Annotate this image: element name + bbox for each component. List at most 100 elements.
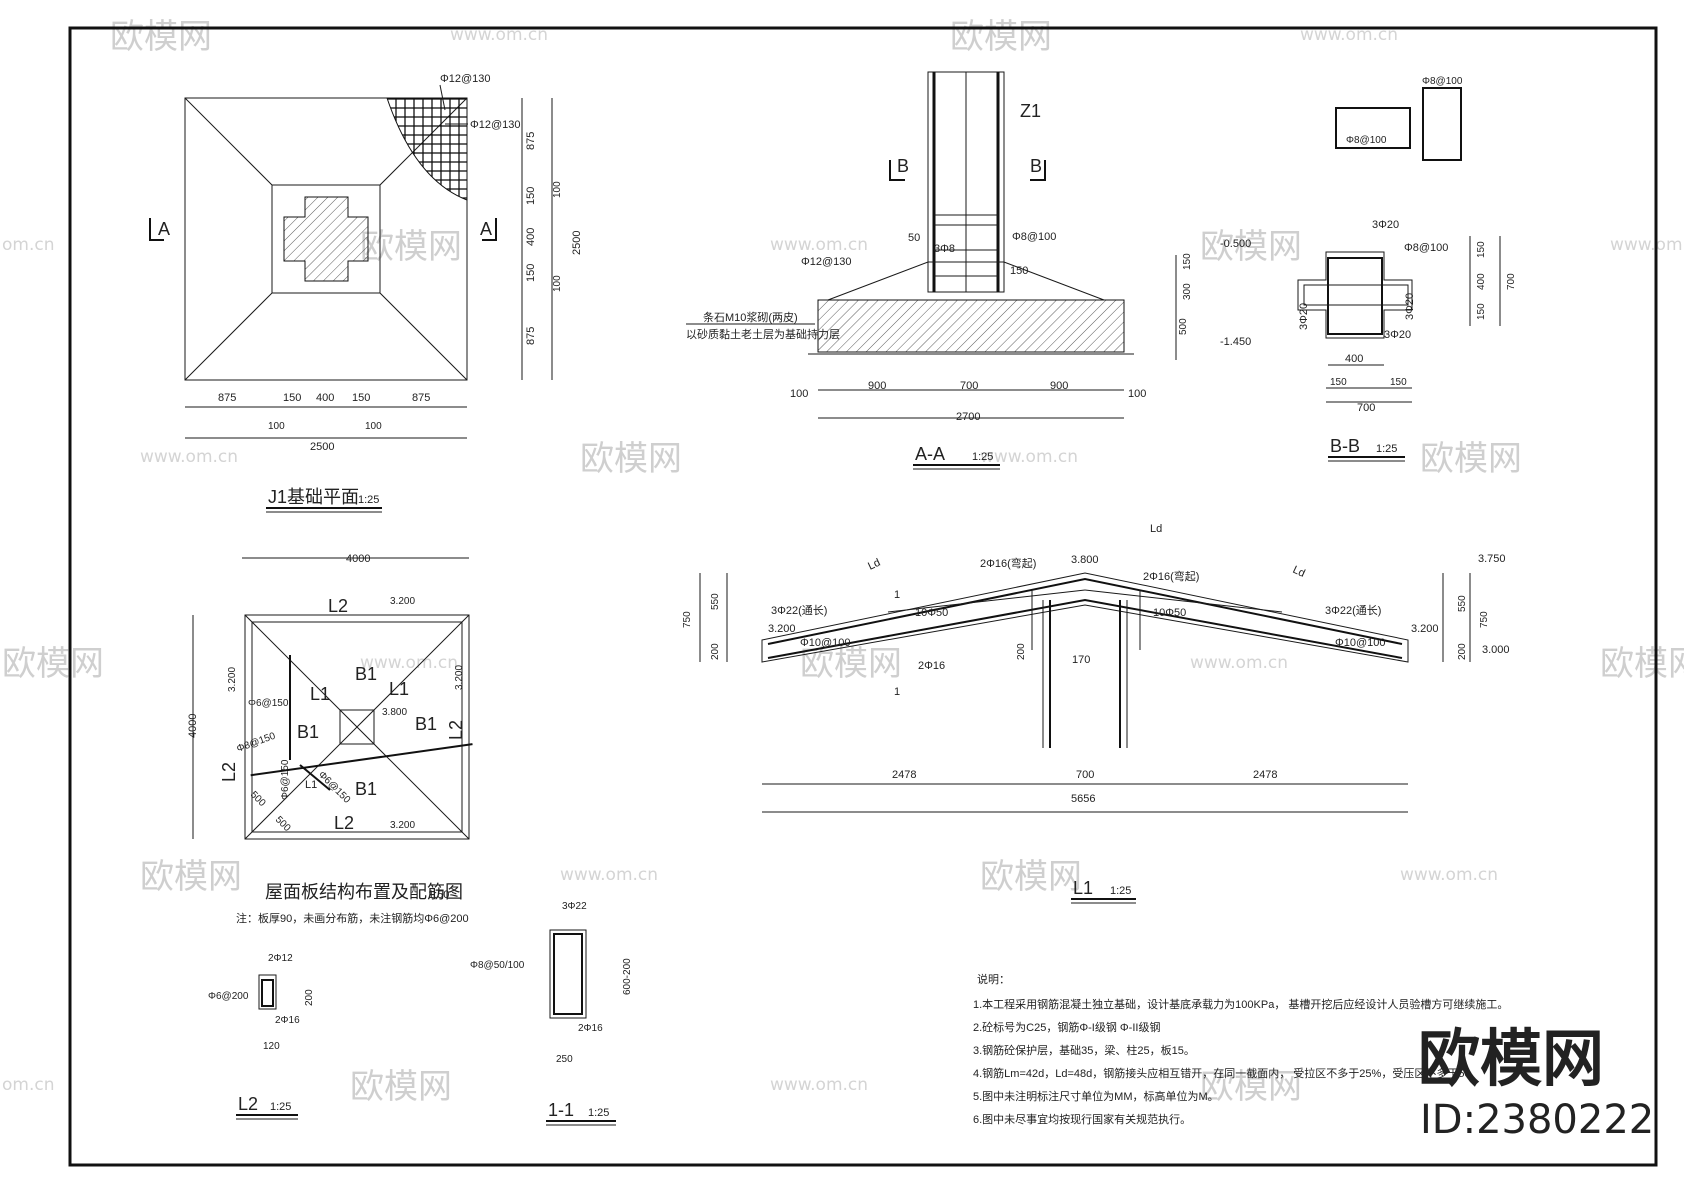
svg-text:150: 150 <box>1330 377 1347 388</box>
svg-text:1: 1 <box>894 686 900 698</box>
brand-id: ID:2380222 <box>1420 1097 1654 1143</box>
watermark-url: www.om.cn <box>770 235 868 255</box>
svg-text:L1: L1 <box>310 684 330 704</box>
notes: 说明： 1.本工程采用钢筋混凝土独立基础，设计基底承载力为100KPa， 基槽开… <box>973 972 1508 1126</box>
svg-text:Φ8@50/100: Φ8@50/100 <box>470 960 525 971</box>
watermark-url: www.om.cn <box>980 447 1078 467</box>
svg-text:3Φ20: 3Φ20 <box>1384 329 1411 341</box>
svg-text:2Φ16: 2Φ16 <box>275 1015 300 1026</box>
rebar-label: Φ12@130 <box>440 73 491 85</box>
svg-text:400: 400 <box>1476 273 1487 290</box>
svg-text:2Φ16(弯起): 2Φ16(弯起) <box>1143 569 1199 583</box>
svg-text:B1: B1 <box>355 664 377 684</box>
svg-text:3Φ20: 3Φ20 <box>1298 303 1310 330</box>
watermark-url: www.om.cn <box>360 653 458 673</box>
svg-text:Φ8@100: Φ8@100 <box>1422 76 1463 87</box>
drawing-title: B-B <box>1330 436 1360 456</box>
svg-text:150: 150 <box>1476 303 1487 320</box>
svg-text:250: 250 <box>556 1054 573 1065</box>
svg-text:3.200: 3.200 <box>390 820 415 831</box>
roof-plan: 4000 4000 L2 L2 L2 L2 L1 L1 L1 B1 B1 B1 … <box>187 553 473 925</box>
watermark: 欧模网 <box>1200 1067 1302 1107</box>
svg-text:300: 300 <box>1182 283 1193 300</box>
svg-text:3.200: 3.200 <box>227 667 238 692</box>
j1-plan: Φ12@130 Φ12@130 A A 875 150 400 150 875 … <box>149 73 583 513</box>
l1-beam: Ld Ld Ld 3.800 2Φ16(弯起) 2Φ16(弯起) 3Φ22(通长… <box>682 523 1510 904</box>
svg-text:400: 400 <box>1345 353 1363 365</box>
svg-text:3.750: 3.750 <box>1478 553 1506 565</box>
svg-text:L2: L2 <box>334 813 354 833</box>
svg-text:Φ10@100: Φ10@100 <box>1335 637 1386 649</box>
watermark-url: www.om.cn <box>1190 653 1288 673</box>
svg-text:750: 750 <box>682 611 693 628</box>
svg-text:3Φ8: 3Φ8 <box>934 243 955 255</box>
svg-text:500: 500 <box>273 814 293 834</box>
svg-text:2Φ12: 2Φ12 <box>268 953 293 964</box>
svg-text:2Φ16: 2Φ16 <box>578 1023 603 1034</box>
svg-text:150: 150 <box>352 392 370 404</box>
svg-text:750: 750 <box>1479 611 1490 628</box>
roof-note: 注：板厚90，未画分布筋，未注钢筋均Φ6@200 <box>236 911 469 925</box>
svg-text:3.200: 3.200 <box>1411 623 1439 635</box>
svg-text:L2: L2 <box>446 720 466 740</box>
svg-text:150: 150 <box>1476 241 1487 258</box>
svg-text:Φ8@100: Φ8@100 <box>1012 231 1056 243</box>
svg-text:2500: 2500 <box>310 441 334 453</box>
svg-text:Ld: Ld <box>866 557 882 573</box>
svg-text:-1.450: -1.450 <box>1220 336 1251 348</box>
svg-text:150: 150 <box>1182 253 1193 270</box>
l2-detail: 2Φ12 Φ6@200 2Φ16 200 120 L2 1:25 <box>208 953 315 1120</box>
watermark-url: www.om.cn <box>450 25 548 45</box>
svg-text:875: 875 <box>525 327 537 345</box>
svg-text:Φ6@150: Φ6@150 <box>316 769 353 806</box>
watermark: 欧模网 <box>950 17 1052 57</box>
notes-heading: 说明： <box>977 972 1010 986</box>
svg-text:1:25: 1:25 <box>270 1101 291 1113</box>
svg-text:3.800: 3.800 <box>1071 554 1099 566</box>
svg-text:10Φ50: 10Φ50 <box>915 607 948 619</box>
svg-text:4000: 4000 <box>346 553 370 565</box>
watermark: 欧模网 <box>110 17 212 57</box>
svg-text:Φ8@100: Φ8@100 <box>1404 242 1448 254</box>
svg-text:100: 100 <box>790 388 808 400</box>
svg-text:1: 1 <box>894 589 900 601</box>
svg-text:2700: 2700 <box>956 411 980 423</box>
note-item: 5.图中未注明标注尺寸单位为MM，标高单位为M。 <box>973 1089 1219 1103</box>
svg-text:100: 100 <box>268 421 285 432</box>
svg-text:1:50: 1:50 <box>428 889 449 901</box>
svg-text:3.200: 3.200 <box>454 665 465 690</box>
watermark: 欧模网 <box>350 1067 452 1107</box>
watermark: 欧模网 <box>140 857 242 897</box>
svg-text:2Φ16(弯起): 2Φ16(弯起) <box>980 556 1036 570</box>
svg-text:B: B <box>897 156 909 176</box>
svg-text:Φ6@150: Φ6@150 <box>248 698 289 709</box>
section-mark: A <box>158 219 170 239</box>
svg-text:Φ6@200: Φ6@200 <box>208 991 249 1002</box>
svg-text:Φ6@150: Φ6@150 <box>280 759 291 800</box>
watermark: 欧模网 <box>800 644 902 684</box>
svg-text:700: 700 <box>1357 402 1375 414</box>
svg-text:3Φ20: 3Φ20 <box>1372 219 1399 231</box>
svg-text:Φ12@130: Φ12@130 <box>801 256 852 268</box>
svg-text:120: 120 <box>263 1041 280 1052</box>
section-11: 3Φ22 Φ8@50/100 600-200 2Φ16 250 1-1 1:25 <box>470 901 633 1126</box>
watermark-url: www.om.cn <box>1400 865 1498 885</box>
svg-text:条石M10浆砌(两皮): 条石M10浆砌(两皮) <box>703 310 798 324</box>
watermark: 欧模网 <box>2 644 104 684</box>
svg-text:900: 900 <box>868 380 886 392</box>
watermark: 欧模网 <box>1420 439 1522 479</box>
svg-text:150: 150 <box>283 392 301 404</box>
note-item: 6.图中未尽事宜均按现行国家有关规范执行。 <box>973 1112 1191 1126</box>
svg-text:2Φ16: 2Φ16 <box>918 660 945 672</box>
svg-text:200: 200 <box>304 989 315 1006</box>
svg-text:3Φ22: 3Φ22 <box>562 901 587 912</box>
svg-text:700: 700 <box>1506 273 1517 290</box>
svg-text:10Φ50: 10Φ50 <box>1153 607 1186 619</box>
svg-text:2478: 2478 <box>892 769 916 781</box>
svg-text:1:25: 1:25 <box>588 1107 609 1119</box>
watermark-url: www.om.cn <box>560 865 658 885</box>
svg-text:3Φ22(通长): 3Φ22(通长) <box>1325 604 1381 617</box>
svg-text:150: 150 <box>1390 377 1407 388</box>
svg-text:200: 200 <box>1016 643 1027 660</box>
